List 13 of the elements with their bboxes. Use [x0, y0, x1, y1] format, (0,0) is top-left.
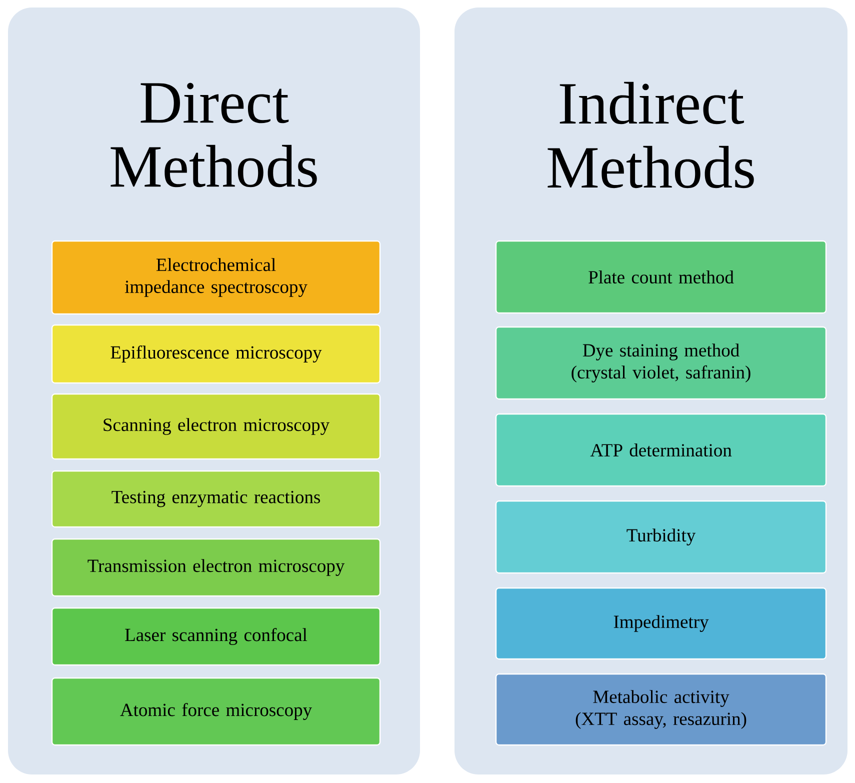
method-box: Dye staining method (crystal violet, safranin)	[495, 326, 827, 400]
method-box: Transmission electron microscopy	[51, 538, 381, 597]
method-box: ATP determination	[495, 413, 827, 487]
method-box: Metabolic activity (XTT assay, resazurin)	[495, 673, 827, 746]
method-box: Turbidity	[495, 500, 827, 574]
method-box: Electrochemical impedance spectroscopy	[51, 240, 381, 315]
method-box: Laser scanning confocal	[51, 607, 381, 666]
method-box: Plate count method	[495, 240, 827, 314]
method-box: Atomic force microscopy	[51, 677, 381, 746]
method-box: Testing enzymatic reactions	[51, 470, 381, 528]
method-box: Impedimetry	[495, 587, 827, 660]
method-box: Scanning electron microscopy	[51, 393, 381, 460]
method-box: Epifluorescence microscopy	[51, 324, 381, 384]
